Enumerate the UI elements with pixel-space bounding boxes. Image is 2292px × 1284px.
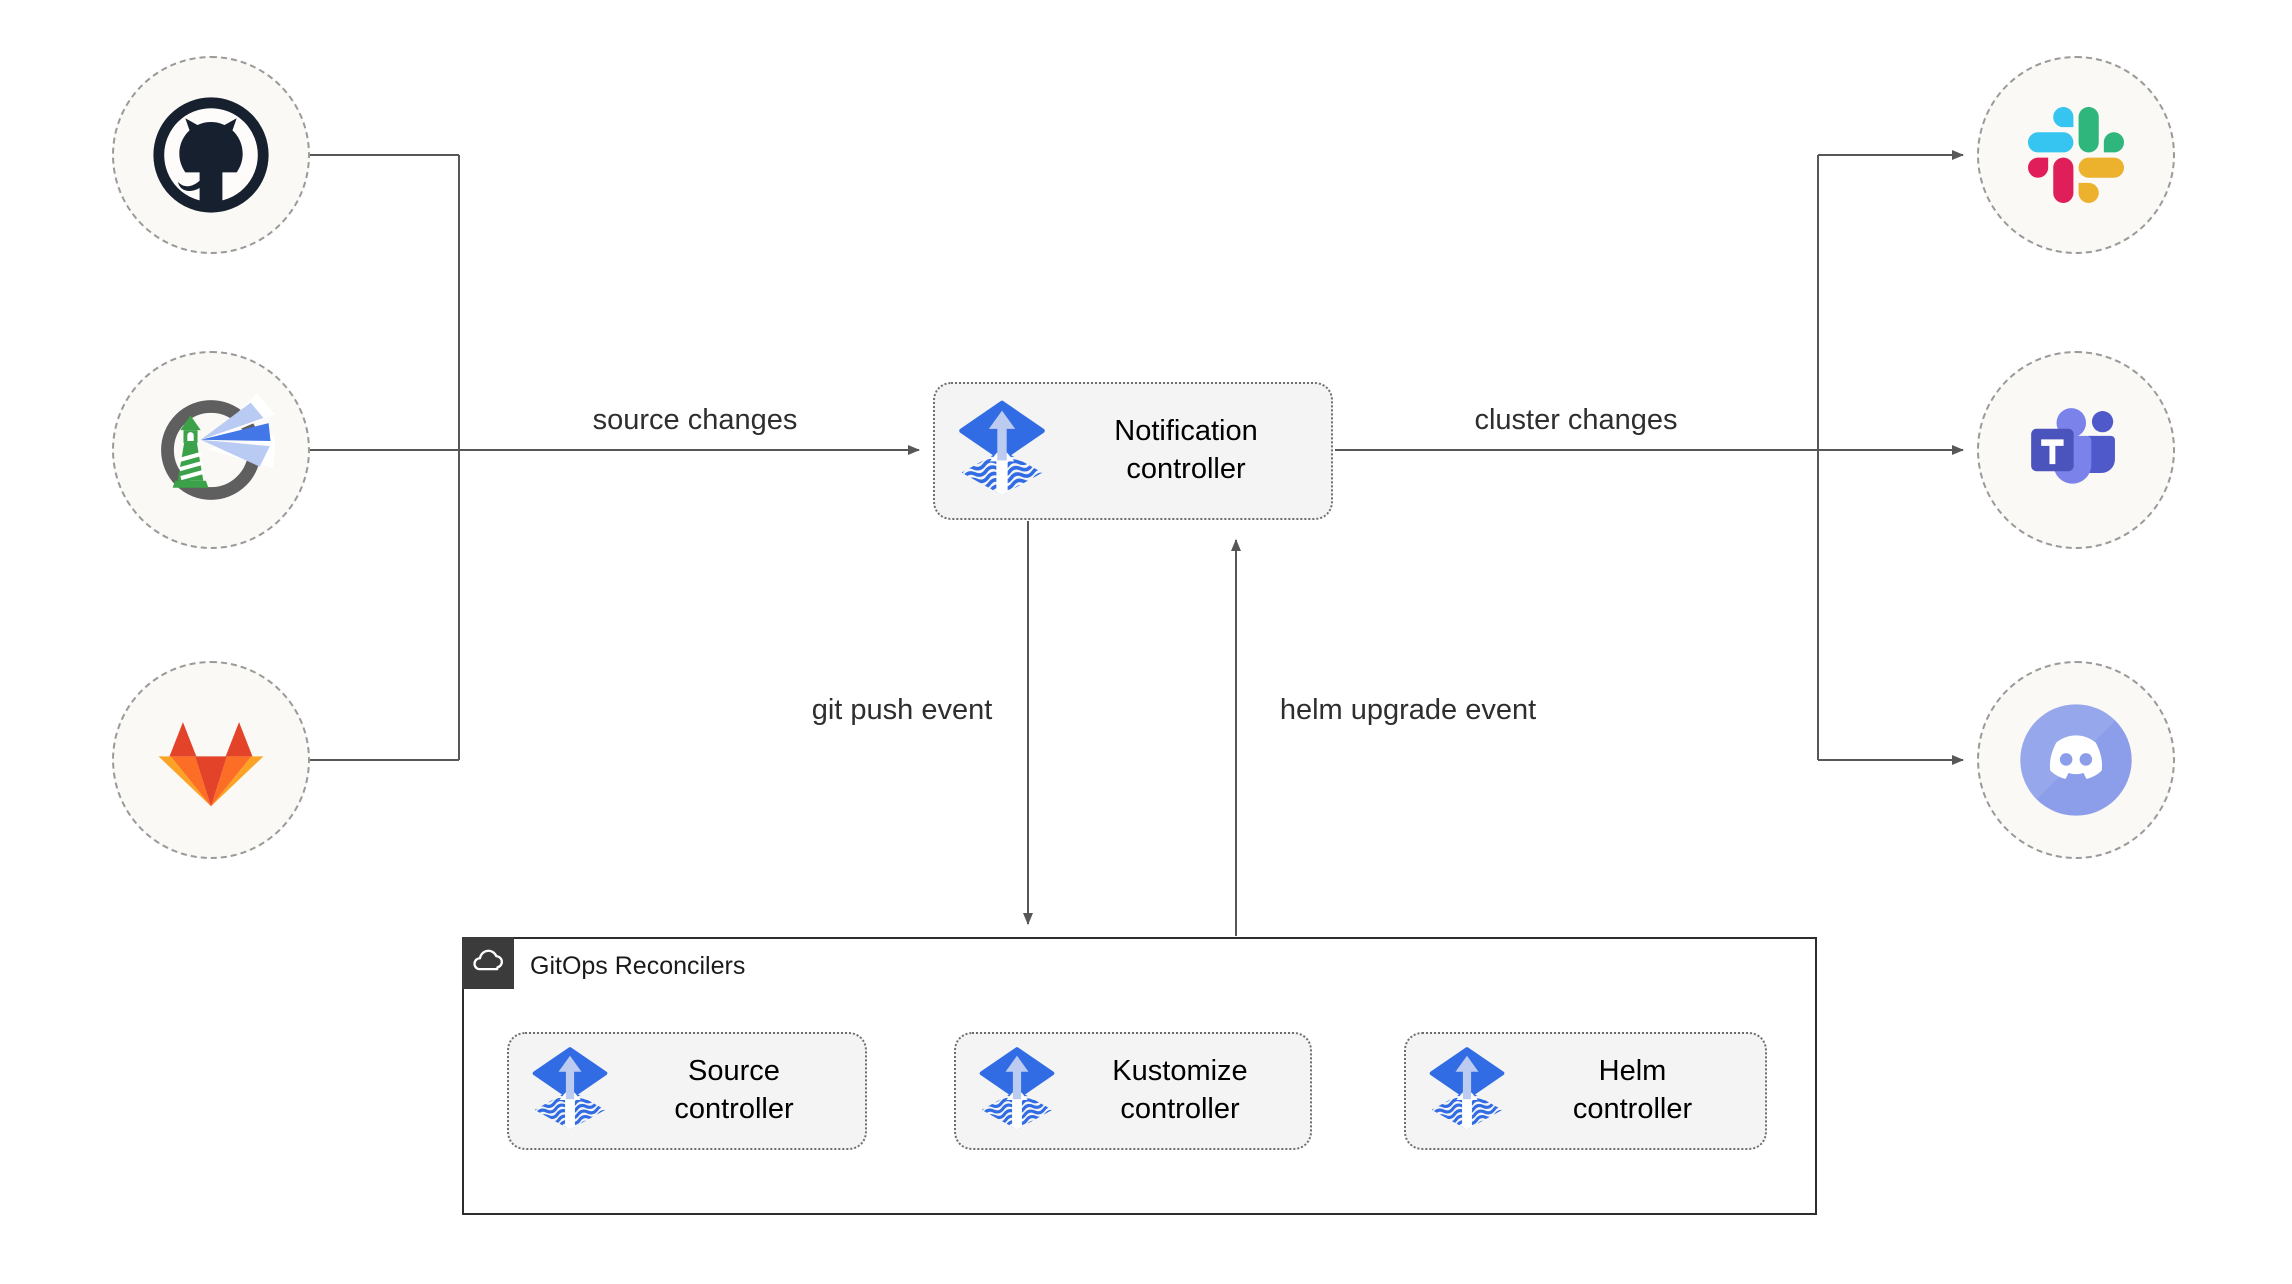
node-label: Kustomize controller [1112,1055,1248,1125]
endpoint-harbor [112,351,310,549]
group-title: GitOps Reconcilers [530,952,746,980]
gitlab-icon [150,699,272,821]
flux-icon [529,1046,611,1136]
node-kustomize-controller: Kustomize controller [954,1032,1312,1150]
flux-icon [1426,1046,1508,1136]
discord-icon [2018,702,2134,818]
microsoft-teams-icon [2017,391,2135,509]
edge-label-git-push-event: git push event [805,694,999,727]
endpoint-slack [1977,56,2175,254]
endpoint-gitlab [112,661,310,859]
node-label: Helm controller [1572,1055,1693,1125]
flux-icon [955,400,1049,502]
edge-label-cluster-changes: cluster changes [1468,404,1684,437]
endpoint-teams [1977,351,2175,549]
cloud-badge [462,937,514,989]
endpoint-github [112,56,310,254]
node-notification-controller: Notification controller [933,382,1333,520]
cloud-icon [468,943,508,983]
node-helm-controller: Helm controller [1404,1032,1767,1150]
endpoint-discord [1977,661,2175,859]
flux-icon [976,1046,1058,1136]
node-label: Source controller [674,1055,794,1125]
harbor-icon [147,386,275,514]
node-source-controller: Source controller [507,1032,867,1150]
github-icon [151,95,271,215]
edge-label-source-changes: source changes [586,404,804,437]
slack-icon [2028,107,2124,203]
node-label: Notification controller [1114,415,1258,485]
edge-label-helm-upgrade-event: helm upgrade event [1273,694,1543,727]
